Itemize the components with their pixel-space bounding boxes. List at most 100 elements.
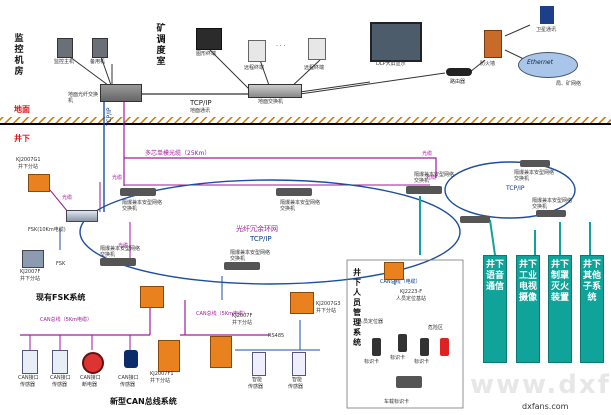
backup-host-label: 备用机 bbox=[90, 59, 106, 65]
ring-switch-4-label: 隔爆兼本安型网络交换机 bbox=[100, 246, 141, 258]
tag-1-icon bbox=[372, 338, 381, 356]
personnel-sys-label: 井下人员管理系统 bbox=[353, 268, 361, 347]
vehicle-label: 车载标识卡 bbox=[384, 399, 410, 405]
smart-sensor-1-icon bbox=[252, 352, 266, 376]
firewall-label: 防火墙 bbox=[480, 61, 496, 67]
can-if-1-sub: 传感器 bbox=[20, 382, 36, 388]
card-3-label: 标识卡 bbox=[414, 359, 430, 365]
ring-switch-2-label: 隔爆兼本安型网络交换机 bbox=[280, 200, 321, 212]
kj2007g3-sub: 井下分站 bbox=[316, 308, 337, 314]
smart-1-sub: 传感器 bbox=[248, 384, 264, 390]
terminal-dots: · · · bbox=[276, 43, 286, 50]
kj2007g1-sub: 井下分站 bbox=[18, 164, 39, 170]
ring-switch-1 bbox=[120, 188, 156, 196]
monitor-host-label: 监控主机 bbox=[54, 59, 75, 65]
fiber-label-1: 光缆 bbox=[112, 175, 123, 181]
kj2007g3-icon bbox=[290, 292, 314, 314]
dispatch-room-label: 矿调度室 bbox=[156, 24, 166, 67]
kj2007f-2-icon bbox=[140, 286, 164, 308]
smart-2-label: 智能 bbox=[292, 377, 303, 383]
tv-sys-label: 井下工业电视摄像 bbox=[518, 260, 537, 303]
watermark-corner: dxfans.com bbox=[522, 402, 569, 411]
can-if-3-sub: 断电器 bbox=[82, 382, 98, 388]
watermark-text: www.dxfans.com bbox=[470, 370, 611, 400]
fiber-label-2: 光缆 bbox=[422, 151, 433, 157]
ground-switch-label: 地面交换机 bbox=[258, 99, 284, 105]
sensor-4-icon bbox=[124, 350, 138, 368]
ring-switch-8 bbox=[460, 216, 490, 223]
fire-sys-box: 井下制罩灭火装置 bbox=[548, 255, 572, 363]
smart-1-label: 智能 bbox=[252, 377, 263, 383]
ring-switch-3-label: 隔爆兼本安型网络交换机 bbox=[414, 172, 455, 184]
vehicle-icon bbox=[396, 376, 422, 388]
ring-switch-6-label: 隔爆兼本安型网络交换机 bbox=[514, 170, 555, 182]
can-if-3-label: CAN接口 bbox=[80, 375, 101, 381]
can-if-4-sub: 传感器 bbox=[120, 382, 136, 388]
ground-label: 地面 bbox=[14, 105, 30, 114]
graphic-terminal-icon bbox=[196, 28, 222, 50]
satellite-label: 卫星通讯 bbox=[536, 27, 557, 33]
kj2007g1-icon bbox=[28, 174, 50, 192]
kj2007g1-label: KJ2007G1 bbox=[16, 157, 41, 163]
remote-terminal-2-icon bbox=[308, 38, 326, 60]
bureau-net-label: 局、矿网络 bbox=[556, 81, 582, 87]
voice-sys-label: 井下语音通信 bbox=[485, 260, 504, 292]
ethernet-cloud bbox=[518, 52, 578, 78]
can-if-2-sub: 传感器 bbox=[52, 382, 68, 388]
fsk-link-label: FSK(10Km电缆) bbox=[28, 227, 66, 233]
fiber-label-4: 光缆 bbox=[62, 195, 73, 201]
ring-switch-1-label: 隔爆兼本安型网络交换机 bbox=[122, 200, 163, 212]
can-if-4-label: CAN接口 bbox=[118, 375, 139, 381]
smart-sensor-2-icon bbox=[292, 352, 306, 376]
ethernet-label: Ethernet bbox=[527, 59, 553, 66]
kj2007f-2-label: KJ2007F bbox=[232, 313, 253, 319]
fire-sys-label: 井下制罩灭火装置 bbox=[550, 260, 569, 303]
dlp-screen-label: DLP大屏显示 bbox=[376, 61, 406, 67]
breaker-icon bbox=[82, 352, 104, 374]
card-1-label: 标识卡 bbox=[364, 359, 380, 365]
remote-terminal-1-icon bbox=[248, 40, 266, 62]
can-bus-label: CAN总线（电缆） bbox=[380, 279, 421, 285]
fiber-label-5: 光缆 bbox=[118, 243, 129, 249]
satellite-icon bbox=[540, 6, 554, 24]
rs485-label: RS485 bbox=[268, 333, 285, 339]
ground-comm-label: 地面通讯 bbox=[190, 108, 211, 114]
smart-box-icon bbox=[210, 336, 232, 368]
fsk-system-title: 现有FSK系统 bbox=[36, 293, 86, 302]
kj2007f1-label: KJ2007F1 bbox=[150, 371, 174, 377]
sensor-2-icon bbox=[52, 350, 68, 374]
kj2223f-label: KJ2223-F bbox=[400, 289, 423, 295]
backup-host-icon bbox=[92, 38, 108, 58]
monitor-host-icon bbox=[57, 38, 73, 58]
kj2007f-label: KJ2007F bbox=[20, 269, 41, 275]
kj2223f-sub: 人员定位基站 bbox=[396, 296, 427, 302]
smart-2-sub: 传感器 bbox=[288, 384, 304, 390]
tcpip-right-label: TCP/IP bbox=[506, 185, 525, 192]
ring-title-label: 光纤冗余环网 bbox=[236, 225, 278, 233]
ground-opt-switch-icon bbox=[100, 84, 142, 102]
fsk-switch-icon bbox=[66, 210, 98, 222]
card-2-label: 标识卡 bbox=[390, 355, 406, 361]
graphic-terminal-label: 图形终端 bbox=[196, 51, 217, 57]
danger-tag-icon bbox=[440, 338, 449, 356]
tv-sys-box: 井下工业电视摄像 bbox=[516, 255, 540, 363]
kj2007f-sub: 井下分站 bbox=[20, 276, 41, 282]
can-left-label: CAN总线（5Km电缆） bbox=[40, 317, 92, 323]
tag-2-icon bbox=[398, 334, 407, 352]
ground-band bbox=[0, 117, 611, 123]
remote-terminal-1-label: 远程终端 bbox=[244, 65, 265, 71]
multimode-fiber-label: 多芯单模光缆（25Km） bbox=[145, 150, 211, 157]
can-if-1-label: CAN接口 bbox=[18, 375, 39, 381]
remote-terminal-2-label: 远程终端 bbox=[304, 65, 325, 71]
other-sys-label: 井下其他子系统 bbox=[582, 260, 601, 303]
locator-label: 人员定位器 bbox=[358, 319, 384, 325]
dlp-screen-icon bbox=[370, 22, 422, 62]
router-label: 路由器 bbox=[450, 79, 466, 85]
kj2007f1-sub: 井下分站 bbox=[150, 378, 171, 384]
other-sys-box: 井下其他子系统 bbox=[580, 255, 604, 363]
can-mid-label: CAN总线（5Km电缆） bbox=[196, 311, 248, 317]
ring-switch-5-label: 隔爆兼本安型网络交换机 bbox=[230, 250, 271, 262]
ground-opt-switch-label: 地面光纤交换机 bbox=[68, 92, 99, 104]
